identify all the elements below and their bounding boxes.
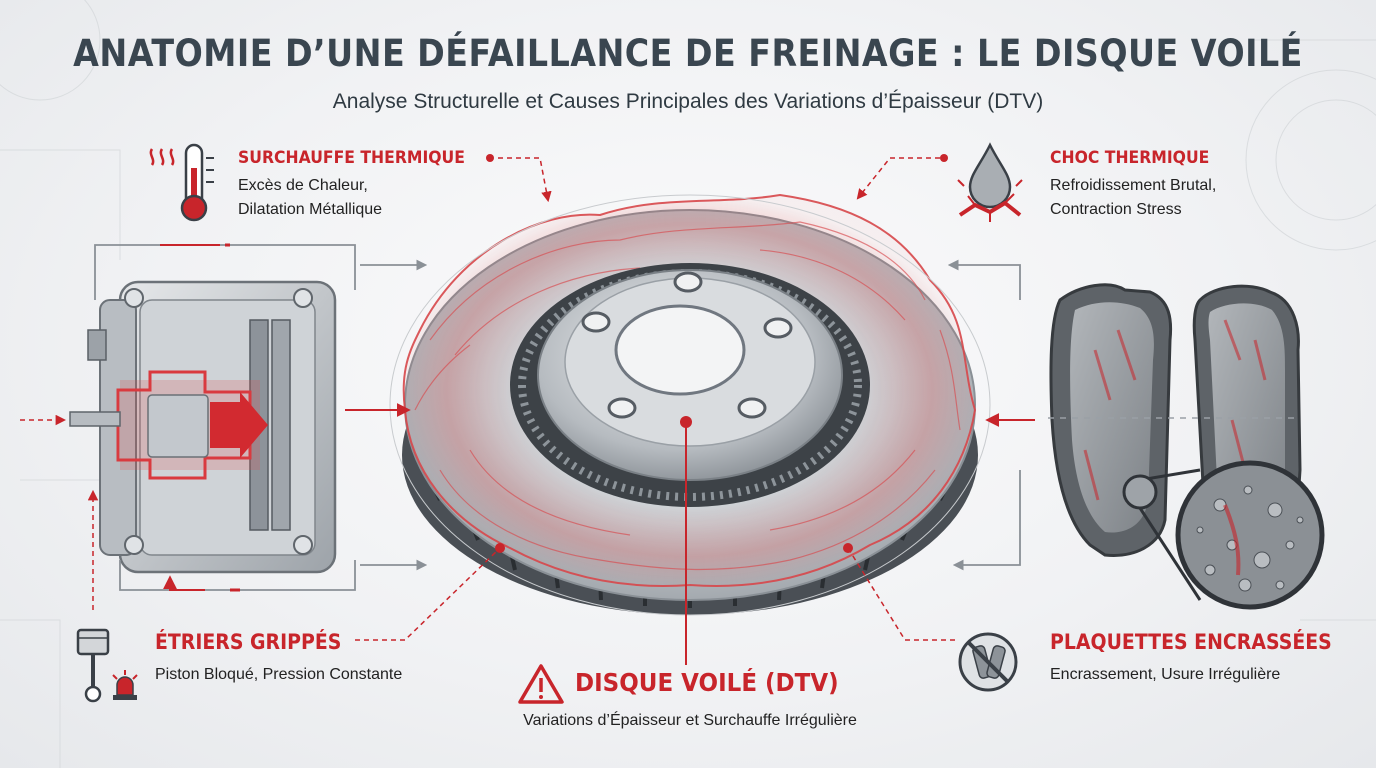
cause-plaquettes-title: PLAQUETTES ENCRASSÉES — [1050, 630, 1332, 654]
cause-surchauffe-title: SURCHAUFFE THERMIQUE — [238, 148, 465, 168]
magnified-texture — [1196, 485, 1304, 592]
cause-plaquettes-line1: Encrassement, Usure Irrégulière — [1050, 666, 1281, 683]
connector-lines — [20, 154, 1035, 641]
piston-icon — [76, 628, 138, 703]
main-diagnosis-title: DISQUE VOILÉ (DTV) — [575, 668, 839, 697]
cracked-droplet-icon — [957, 142, 1023, 222]
cause-choc-title: CHOC THERMIQUE — [1050, 148, 1210, 168]
cause-etriers-line1: Piston Bloqué, Pression Constante — [155, 666, 403, 683]
cause-etriers-title: ÉTRIERS GRIPPÉS — [155, 630, 342, 654]
thermometer-icon — [149, 143, 214, 222]
cause-surchauffe-line2: Dilatation Métallique — [238, 201, 383, 218]
cause-surchauffe-line1: Excès de Chaleur, — [238, 177, 368, 194]
page-subtitle: Analyse Structurelle et Causes Principal… — [332, 90, 1044, 113]
brake-pads — [1048, 283, 1325, 610]
page-title: ANATOMIE D’UNE DÉFAILLANCE DE FREINAGE :… — [73, 32, 1303, 75]
brake-caliper — [69, 280, 337, 574]
main-diagnosis-desc: Variations d’Épaisseur et Surchauffe Irr… — [523, 712, 857, 729]
heat-contours — [414, 221, 961, 571]
cause-choc-line2: Contraction Stress — [1050, 201, 1182, 218]
brake-disc — [402, 193, 978, 615]
warning-icon — [518, 664, 564, 704]
disc-pointer — [680, 416, 692, 665]
no-pads-icon — [958, 632, 1018, 692]
cause-choc-line1: Refroidissement Brutal, — [1050, 177, 1217, 194]
